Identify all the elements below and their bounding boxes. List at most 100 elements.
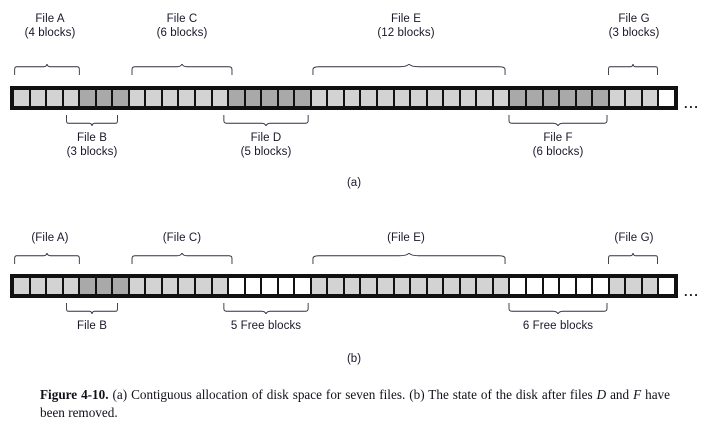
disk-block: [328, 278, 345, 294]
disk-block: [212, 278, 230, 294]
disk-block: [344, 90, 362, 106]
label-file-e-paren: (File E): [346, 231, 466, 246]
disk-block: [179, 278, 197, 294]
brace-file-b: [66, 115, 118, 126]
disk-block: [510, 90, 527, 106]
disk-block: [344, 278, 362, 294]
figure-caption-italic-f: F: [633, 387, 642, 402]
disk-block: [576, 90, 594, 106]
disk-block: [444, 278, 461, 294]
disk-block: [659, 278, 674, 294]
label-file-c: File C (6 blocks): [122, 12, 242, 40]
disk-block: [278, 278, 296, 294]
disk-block: [14, 278, 31, 294]
label-file-e: File E (12 blocks): [346, 12, 466, 40]
label-file-c-paren-name: (File C): [162, 232, 202, 244]
disk-block: [162, 278, 180, 294]
disk-block: [262, 90, 279, 106]
label-file-g: File G (3 blocks): [574, 12, 694, 40]
disk-strip-a: [10, 86, 678, 110]
disk-block: [212, 90, 230, 106]
disk-block: [30, 278, 48, 294]
label-file-e-name: File E: [391, 13, 421, 25]
disk-block: [129, 90, 147, 106]
disk-block: [560, 90, 577, 106]
disk-block: [411, 278, 428, 294]
label-file-b-size: (3 blocks): [66, 146, 118, 158]
disk-block: [659, 90, 674, 106]
brace-file-c: [131, 64, 233, 75]
disk-block: [609, 90, 627, 106]
label-file-a: File A (4 blocks): [0, 12, 110, 40]
disk-block: [295, 278, 312, 294]
disk-block: [378, 90, 395, 106]
label-file-e-paren-name: (File E): [387, 232, 425, 244]
brace-file-g-paren: [608, 253, 658, 264]
disk-block: [609, 278, 627, 294]
brace-5-free-blocks: [223, 303, 309, 314]
brace-file-b-b: [66, 303, 118, 314]
subcaption-b: (b): [346, 353, 362, 365]
label-5-free-blocks: 5 Free blocks: [206, 319, 326, 334]
figure-caption-tail: have been removed.: [40, 387, 670, 420]
disk-block: [311, 90, 329, 106]
disk-block: [14, 90, 31, 106]
disk-block: [361, 278, 379, 294]
label-5-free-blocks-name: 5 Free blocks: [230, 320, 302, 332]
figure-caption-mid: and: [606, 387, 634, 402]
disk-block: [526, 90, 544, 106]
strip-b-ellipsis: ...: [684, 284, 700, 299]
disk-block: [526, 278, 544, 294]
label-file-f-size: (6 blocks): [532, 146, 584, 158]
label-file-d: File D (5 blocks): [206, 131, 326, 159]
disk-strip-b: [10, 274, 678, 298]
brace-file-e: [311, 64, 507, 75]
disk-block: [196, 90, 213, 106]
label-file-b-b: File B: [32, 319, 152, 334]
disk-block: [196, 278, 213, 294]
disk-block: [427, 278, 445, 294]
disk-block: [576, 278, 594, 294]
disk-block: [378, 278, 395, 294]
disk-block: [80, 90, 97, 106]
disk-block: [229, 278, 246, 294]
disk-block: [626, 278, 643, 294]
disk-block: [493, 90, 511, 106]
label-file-b-b-name: File B: [77, 320, 107, 332]
disk-block: [146, 278, 163, 294]
disk-block: [146, 90, 163, 106]
disk-block: [394, 278, 412, 294]
disk-block: [278, 90, 296, 106]
disk-block: [460, 278, 478, 294]
disk-block: [510, 278, 527, 294]
disk-block: [460, 90, 478, 106]
label-file-d-size: (5 blocks): [240, 146, 292, 158]
disk-block: [47, 90, 64, 106]
brace-file-e-paren: [311, 253, 507, 264]
disk-block: [361, 90, 379, 106]
disk-block: [245, 90, 263, 106]
subcaption-a: (a): [346, 177, 362, 189]
disk-block: [229, 90, 246, 106]
brace-6-free-blocks: [508, 303, 608, 314]
figure-caption-body: (a) Contiguous allocation of disk space …: [108, 387, 597, 402]
disk-block: [328, 90, 345, 106]
figure-caption-lead: Figure 4-10.: [40, 387, 109, 402]
disk-block: [626, 90, 643, 106]
disk-block: [179, 90, 197, 106]
disk-block: [411, 90, 428, 106]
disk-block: [129, 278, 147, 294]
label-file-a-paren: (File A): [0, 231, 110, 246]
label-file-f-name: File F: [543, 132, 573, 144]
strip-a-ellipsis: ...: [684, 96, 700, 111]
disk-block: [477, 278, 494, 294]
disk-block: [543, 90, 561, 106]
disk-block: [642, 278, 660, 294]
label-6-free-blocks-name: 6 Free blocks: [522, 320, 594, 332]
figure-caption: Figure 4-10. (a) Contiguous allocation o…: [40, 386, 670, 421]
panel-b-after-deletion: (File A) (File C) (File E) (File G): [0, 212, 708, 372]
label-file-a-size: (4 blocks): [24, 27, 76, 39]
disk-block: [80, 278, 97, 294]
disk-block: [245, 278, 263, 294]
